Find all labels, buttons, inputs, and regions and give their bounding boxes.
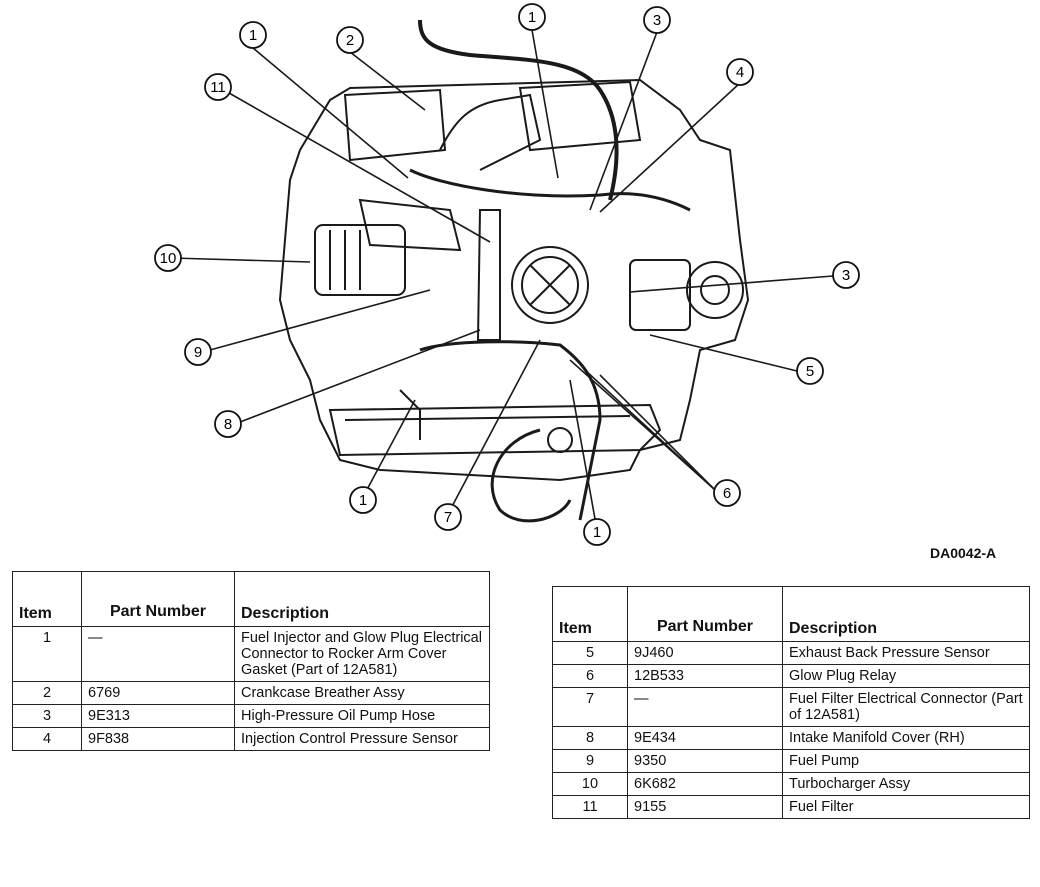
svg-text:1: 1 bbox=[249, 27, 257, 44]
cell-item: 9 bbox=[552, 749, 628, 773]
header-item: Item bbox=[552, 586, 628, 642]
cell-part: 9J460 bbox=[627, 641, 783, 665]
svg-text:6: 6 bbox=[723, 485, 731, 502]
table-header-row: Item Part Number Description bbox=[552, 586, 1030, 642]
callout-3a: 3 bbox=[643, 6, 671, 34]
parts-table-left: Item Part Number Description 1—Fuel Inje… bbox=[12, 571, 490, 751]
svg-text:10: 10 bbox=[160, 250, 177, 267]
cell-part: 6769 bbox=[81, 681, 235, 705]
callout-6: 6 bbox=[713, 479, 741, 507]
cell-desc: Exhaust Back Pressure Sensor bbox=[782, 641, 1030, 665]
svg-text:8: 8 bbox=[224, 416, 232, 433]
callout-4: 4 bbox=[726, 58, 754, 86]
callout-1d: 1 bbox=[583, 518, 611, 546]
cell-desc: Intake Manifold Cover (RH) bbox=[782, 726, 1030, 750]
callout-2: 2 bbox=[336, 26, 364, 54]
cell-item: 8 bbox=[552, 726, 628, 750]
cell-desc: Crankcase Breather Assy bbox=[234, 681, 490, 705]
cell-item: 2 bbox=[12, 681, 82, 705]
cell-item: 7 bbox=[552, 687, 628, 727]
cell-part: — bbox=[81, 626, 235, 682]
cell-part: 9350 bbox=[627, 749, 783, 773]
cell-item: 1 bbox=[12, 626, 82, 682]
leader-lines bbox=[171, 29, 834, 531]
svg-text:4: 4 bbox=[736, 64, 744, 81]
callout-7: 7 bbox=[434, 503, 462, 531]
callout-8: 8 bbox=[214, 410, 242, 438]
cell-desc: Fuel Injector and Glow Plug Electrical C… bbox=[234, 626, 490, 682]
svg-text:7: 7 bbox=[444, 509, 452, 526]
callout-1c: 1 bbox=[349, 486, 377, 514]
callout-1b: 1 bbox=[518, 3, 546, 31]
header-description: Description bbox=[234, 571, 490, 627]
cell-desc: Injection Control Pressure Sensor bbox=[234, 727, 490, 751]
cell-part: — bbox=[627, 687, 783, 727]
callout-11: 11 bbox=[204, 73, 232, 101]
svg-text:1: 1 bbox=[528, 9, 536, 26]
svg-text:2: 2 bbox=[346, 32, 354, 49]
figure-id: DA0042-A bbox=[930, 545, 997, 561]
cell-item: 6 bbox=[552, 664, 628, 688]
cell-desc: Turbocharger Assy bbox=[782, 772, 1030, 796]
cell-item: 4 bbox=[12, 727, 82, 751]
cell-item: 11 bbox=[552, 795, 628, 819]
svg-text:11: 11 bbox=[210, 79, 226, 96]
cell-desc: Fuel Filter bbox=[782, 795, 1030, 819]
cell-desc: Fuel Filter Electrical Connector (Part o… bbox=[782, 687, 1030, 727]
cell-part: 9155 bbox=[627, 795, 783, 819]
svg-text:1: 1 bbox=[593, 524, 601, 541]
cell-item: 3 bbox=[12, 704, 82, 728]
callout-3b: 3 bbox=[832, 261, 860, 289]
cell-part: 9F838 bbox=[81, 727, 235, 751]
table-header-row: Item Part Number Description bbox=[12, 571, 490, 627]
cell-item: 5 bbox=[552, 641, 628, 665]
header-part-number: Part Number bbox=[81, 571, 235, 627]
callout-9: 9 bbox=[184, 338, 212, 366]
cell-part: 9E313 bbox=[81, 704, 235, 728]
cell-item: 10 bbox=[552, 772, 628, 796]
svg-text:5: 5 bbox=[806, 363, 814, 380]
callout-5: 5 bbox=[796, 357, 824, 385]
svg-text:9: 9 bbox=[194, 344, 202, 361]
table-row: 7—Fuel Filter Electrical Connector (Part… bbox=[552, 687, 1030, 727]
cell-part: 9E434 bbox=[627, 726, 783, 750]
engine-drawing bbox=[278, 19, 750, 523]
cell-desc: High-Pressure Oil Pump Hose bbox=[234, 704, 490, 728]
cell-part: 6K682 bbox=[627, 772, 783, 796]
callout-1a: 1 bbox=[239, 21, 267, 49]
callout-circles: 1 2 1 3 4 11 10 3 9 5 8 6 1 7 1 bbox=[154, 3, 860, 546]
header-item: Item bbox=[12, 571, 82, 627]
engine-diagram: 1 2 1 3 4 11 10 3 9 5 8 6 1 7 1 bbox=[154, 3, 860, 546]
header-part-number: Part Number bbox=[627, 586, 783, 642]
svg-text:3: 3 bbox=[653, 12, 661, 29]
table-row: 1—Fuel Injector and Glow Plug Electrical… bbox=[12, 626, 490, 682]
svg-text:1: 1 bbox=[359, 492, 367, 509]
callout-10: 10 bbox=[154, 244, 182, 272]
header-description: Description bbox=[782, 586, 1030, 642]
cell-desc: Glow Plug Relay bbox=[782, 664, 1030, 688]
cell-desc: Fuel Pump bbox=[782, 749, 1030, 773]
svg-text:3: 3 bbox=[842, 267, 850, 284]
cell-part: 12B533 bbox=[627, 664, 783, 688]
